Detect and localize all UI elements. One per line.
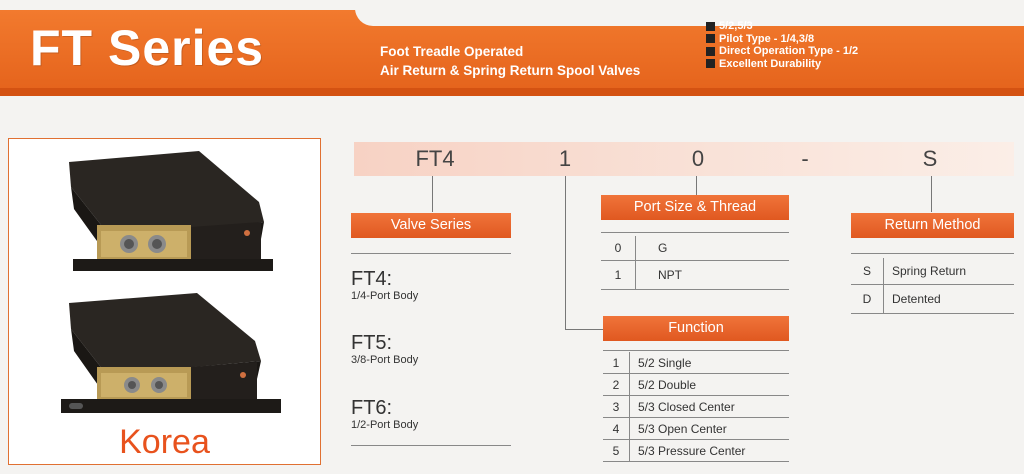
square-bullet-icon: [706, 46, 715, 56]
connector-line: [565, 176, 566, 329]
row-code: S: [851, 258, 884, 285]
connector-line: [696, 176, 697, 195]
header-subtitle: Foot Treadle Operated Air Return & Sprin…: [380, 42, 640, 80]
row-value: 5/3 Closed Center: [629, 395, 789, 418]
row-code: 4: [603, 417, 630, 440]
feature-text: 5/2,5/3: [719, 20, 753, 32]
square-bullet-icon: [706, 34, 715, 44]
row-value: G: [635, 236, 789, 261]
valve-series-item: FT5: 3/8-Port Body: [351, 332, 418, 366]
function-label: Function: [603, 316, 789, 341]
square-bullet-icon: [706, 21, 715, 31]
series-code: FT5:: [351, 332, 393, 354]
feature-text: Pilot Type - 1/4,3/8: [719, 32, 815, 45]
row-code: D: [851, 284, 884, 314]
row-value: 5/3 Pressure Center: [629, 439, 789, 462]
code-port: 0: [691, 146, 705, 171]
row-value: Detented: [883, 284, 1014, 314]
feature-item: Direct Operation Type - 1/2: [706, 45, 858, 58]
series-code: FT4:: [351, 268, 393, 290]
divider: [351, 253, 511, 254]
feature-item: 5/2,5/3: [706, 20, 858, 33]
code-function: 1: [558, 146, 572, 171]
series-desc: 1/2-Port Body: [351, 419, 419, 431]
feature-text: Excellent Durability: [719, 57, 822, 70]
connector-line: [931, 176, 932, 212]
row-code: 2: [603, 373, 630, 396]
subtitle-line: Air Return & Spring Return Spool Valves: [380, 63, 641, 78]
row-code: 1: [601, 260, 636, 290]
subtitle-line: Foot Treadle Operated: [380, 44, 524, 59]
row-code: 3: [603, 395, 630, 418]
valve-series-item: FT6: 1/2-Port Body: [351, 397, 418, 431]
valve-series-item: FT4: 1/4-Port Body: [351, 268, 418, 302]
series-desc: 3/8-Port Body: [351, 354, 419, 366]
code-separator: -: [801, 146, 809, 171]
code-series: FT4: [415, 146, 455, 171]
port-size-label: Port Size & Thread: [601, 195, 789, 220]
feature-item: Excellent Durability: [706, 58, 858, 71]
divider: [851, 253, 1014, 254]
feature-item: Pilot Type - 1/4,3/8: [706, 33, 858, 46]
row-code: 0: [601, 236, 636, 261]
code-return: S: [922, 146, 938, 171]
row-value: 5/2 Double: [629, 373, 789, 396]
connector-line: [565, 329, 605, 330]
divider: [603, 350, 789, 351]
connector-line: [432, 176, 433, 212]
row-code: 1: [603, 352, 630, 374]
product-photo: Korea: [8, 138, 321, 465]
row-code: 5: [603, 439, 630, 462]
page-title: FT Series: [30, 20, 265, 76]
row-value: 5/2 Single: [629, 352, 789, 374]
header-banner: [0, 10, 1024, 96]
row-value: Spring Return: [883, 258, 1014, 285]
divider: [351, 445, 511, 446]
banner-notch: [355, 10, 1024, 26]
square-bullet-icon: [706, 59, 715, 69]
feature-text: Direct Operation Type - 1/2: [719, 45, 859, 57]
divider: [601, 232, 789, 233]
valve-series-label: Valve Series: [351, 213, 511, 238]
series-desc: 1/4-Port Body: [351, 290, 419, 302]
foot-pedal-image: [69, 151, 273, 271]
feature-list: 5/2,5/3 Pilot Type - 1/4,3/8 Direct Oper…: [706, 20, 858, 70]
photo-caption: Korea: [119, 423, 210, 461]
ordering-code-bar: [354, 142, 1014, 176]
series-code: FT6:: [351, 397, 393, 419]
row-value: NPT: [635, 260, 789, 290]
row-value: 5/3 Open Center: [629, 417, 789, 440]
return-method-label: Return Method: [851, 213, 1014, 238]
banner-stripe: [0, 88, 1024, 96]
foot-pedal-image: [61, 293, 281, 413]
